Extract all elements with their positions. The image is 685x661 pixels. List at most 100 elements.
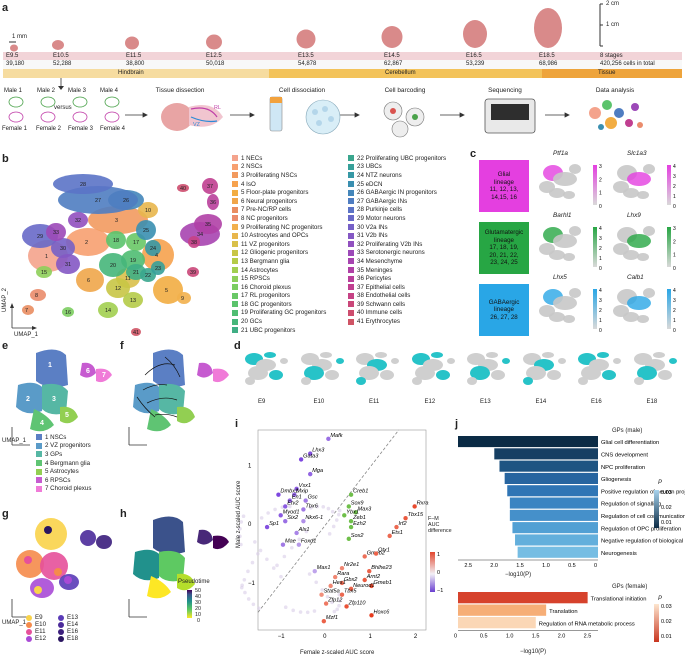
x-tick: 0.5 xyxy=(480,634,488,640)
legend-swatch xyxy=(348,309,354,316)
embryo-silhouettes xyxy=(10,8,562,52)
bar xyxy=(458,617,536,629)
female-label: Female 2 xyxy=(36,126,62,132)
cell-count: 54,878 xyxy=(298,61,317,67)
scatter-point xyxy=(323,601,329,606)
cluster-number: 37 xyxy=(207,184,213,190)
point-label: Bhlhe23 xyxy=(371,565,392,571)
svg-text:2: 2 xyxy=(599,246,602,252)
point-label: Sp1 xyxy=(269,521,279,527)
scatter-point xyxy=(283,518,288,524)
umap-cluster-33 xyxy=(46,223,66,241)
x-tick: 2 xyxy=(414,634,418,640)
legend-swatch xyxy=(232,275,238,282)
stage-label: E12 xyxy=(424,399,436,405)
versus-label: versus xyxy=(54,105,72,111)
umap-cluster-7 xyxy=(22,305,34,315)
legend-swatch xyxy=(348,267,354,274)
bar-label: Regulation of RNA metabolic process xyxy=(539,621,635,627)
point-label: Otx1 xyxy=(378,548,390,554)
panel-letter-a: a xyxy=(2,2,9,14)
embryo-e9-5 xyxy=(10,44,18,52)
bar xyxy=(458,592,588,604)
scatter-point xyxy=(348,492,354,497)
cluster-number: 35 xyxy=(205,222,211,228)
legend-item: 22 Proliferating UBC progenitors xyxy=(348,154,468,163)
point-label: Mxip xyxy=(296,489,308,495)
point-label: Mafk xyxy=(330,433,343,439)
pseudotime-title: Pseudotime xyxy=(178,579,210,585)
legend-swatch xyxy=(348,198,354,205)
step-cell-barcoding: Cell barcoding xyxy=(384,87,426,94)
scatter-point xyxy=(353,510,358,515)
point-label: Nr2e1 xyxy=(344,562,359,568)
svg-text:2: 2 xyxy=(26,396,30,403)
bar-label: Negative regulation of biological proces… xyxy=(601,539,685,545)
svg-text:3: 3 xyxy=(599,164,602,170)
x-tick: −1 xyxy=(278,634,286,640)
legend-swatch xyxy=(348,215,354,222)
legend-item: 15 RPSCs xyxy=(232,274,352,283)
legend-swatch xyxy=(232,232,238,239)
legend-item: 4 IsO xyxy=(232,180,352,189)
legend-item: 2 NSCs xyxy=(232,163,352,172)
umap-cluster-35 xyxy=(194,214,222,234)
stage-label: E12.5 xyxy=(206,53,222,59)
sequencer-icon xyxy=(484,98,536,134)
i-colorbar-tick: −1 xyxy=(437,588,443,594)
point-label: Zfp12 xyxy=(327,598,343,604)
svg-text:0: 0 xyxy=(673,328,676,334)
legend-item: 37 Epithelial cells xyxy=(348,283,468,292)
lineage-box: Glutamatergic lineage 17, 18, 19, 20, 21… xyxy=(479,222,529,274)
mouse-icon xyxy=(72,111,88,123)
svg-text:1: 1 xyxy=(673,194,676,200)
svg-text:2: 2 xyxy=(673,308,676,314)
pt-tick: 50 xyxy=(195,588,201,594)
umap-cluster-31 xyxy=(56,254,80,274)
mouse-icon xyxy=(104,96,120,108)
legend-swatch xyxy=(232,181,238,188)
legend-swatch xyxy=(232,215,238,222)
legend-item: 3 Proliferating NSCs xyxy=(232,171,352,180)
cluster-number: 8 xyxy=(35,293,38,299)
legend-swatch xyxy=(348,318,354,325)
stage-label: E16 xyxy=(591,399,602,405)
scatter-point xyxy=(339,592,345,597)
legend-item: 4 Bergmann glia xyxy=(36,459,91,468)
barcoding-icon xyxy=(383,101,425,138)
svg-text:3: 3 xyxy=(673,174,676,180)
stage-summary: 8 stages xyxy=(600,53,623,59)
legend-item: 21 UBC progenitors xyxy=(232,326,352,335)
female-mouse-icons xyxy=(8,111,120,123)
legend-item: 25 eDCN xyxy=(348,180,468,189)
umap-cluster-14 xyxy=(98,302,118,318)
svg-text:3: 3 xyxy=(599,298,602,304)
svg-text:3: 3 xyxy=(52,396,56,403)
stage-label: E18.5 xyxy=(539,53,555,59)
bar-label: Translational initiation xyxy=(591,596,647,602)
band-tissue xyxy=(542,69,682,78)
panel-letter-e: e xyxy=(2,340,9,352)
umap-cluster-6 xyxy=(76,268,104,292)
cluster-number: 27 xyxy=(95,198,101,204)
umap-cluster-32 xyxy=(68,212,88,228)
pt-tick: 20 xyxy=(195,606,201,612)
legend-item: 17 RL progenitors xyxy=(232,292,352,301)
mouse-icon xyxy=(104,111,120,123)
band-label-hindbrain: Hindbrain xyxy=(118,70,144,76)
e-axis-x: UMAP_1 xyxy=(2,438,27,444)
legend-swatch xyxy=(348,206,354,213)
point-label: Gmeb1 xyxy=(374,580,392,586)
legend-item: 31 V2b INs xyxy=(348,231,468,240)
legend-item: 7 Choroid plexus xyxy=(36,485,91,494)
svg-text:1: 1 xyxy=(673,318,676,324)
legend-swatch xyxy=(348,284,354,291)
pt-tick: 0 xyxy=(197,618,200,624)
stage-umap xyxy=(522,352,566,385)
stage-umap xyxy=(467,352,510,385)
bar-label: Glial cell differentiation xyxy=(601,440,659,446)
legend-swatch xyxy=(348,224,354,231)
scatter-point xyxy=(346,536,352,542)
